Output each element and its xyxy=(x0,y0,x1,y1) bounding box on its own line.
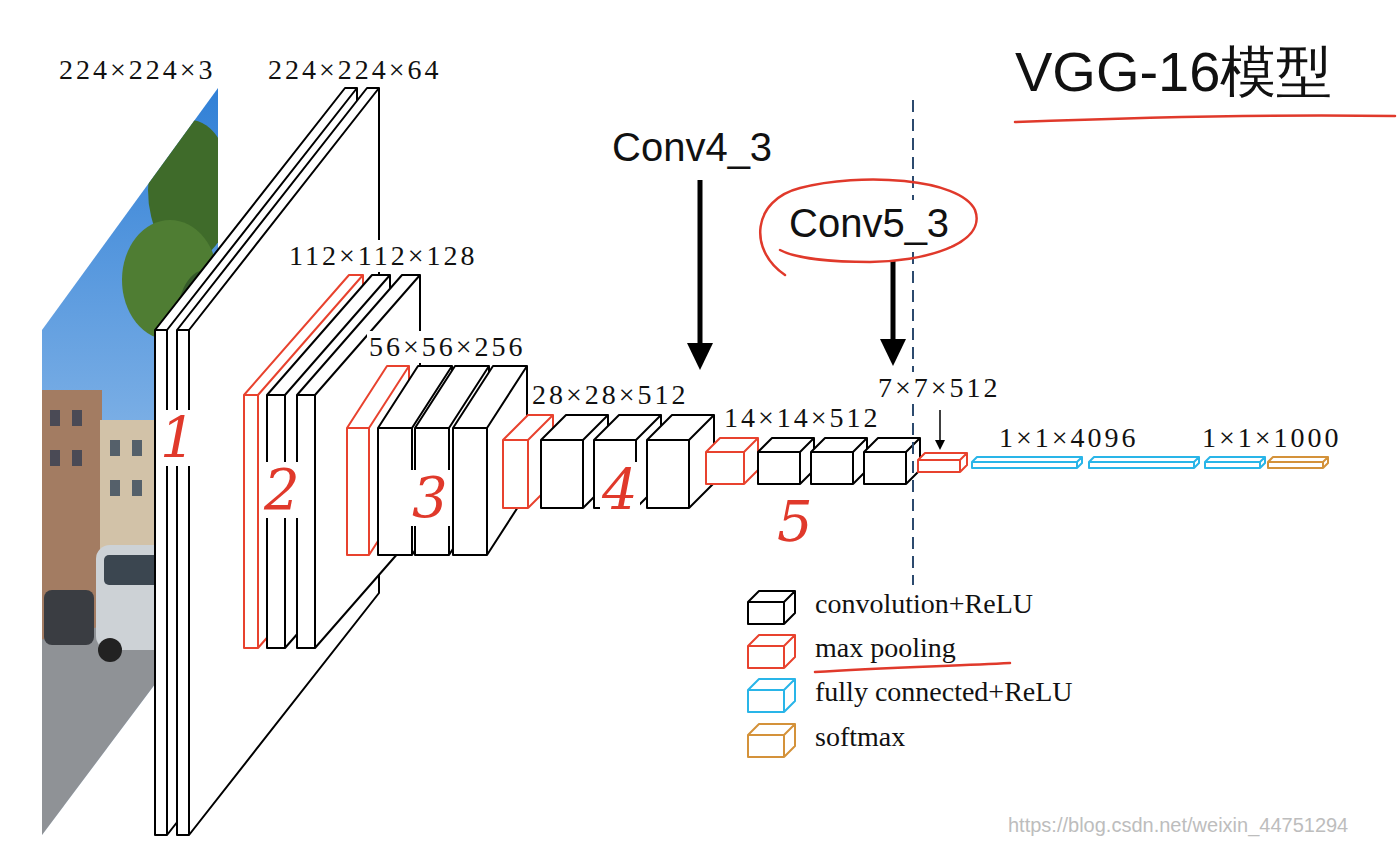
photo-window xyxy=(50,410,60,426)
legend-text: convolution+ReLU xyxy=(815,588,1033,620)
dimension-label: 56×56×256 xyxy=(367,331,528,363)
dimension-label: 112×112×128 xyxy=(287,240,480,272)
pool-layer xyxy=(918,453,967,472)
callout-number: 2 xyxy=(262,462,302,518)
arrow-head xyxy=(880,339,906,366)
pool-layer xyxy=(706,438,758,484)
photo-window xyxy=(72,410,82,426)
dimension-label: 7×7×512 xyxy=(876,372,1003,404)
photo-car xyxy=(44,590,94,645)
callout-number: 1 xyxy=(158,410,198,466)
layer-callout: Conv5_3 xyxy=(787,200,951,246)
hand-circle xyxy=(760,179,976,275)
photo-window xyxy=(110,440,120,456)
conv-layer xyxy=(647,415,714,508)
dimension-label: 1×1×1000 xyxy=(1200,422,1344,454)
arrow-head xyxy=(687,343,713,370)
dimension-label: 1×1×4096 xyxy=(997,422,1141,454)
conv-layers xyxy=(758,438,920,484)
callout-number: 3 xyxy=(410,470,450,526)
layer-callout: Conv4_3 xyxy=(610,124,774,170)
photo-window xyxy=(132,480,142,496)
pointer-arrow xyxy=(698,180,703,346)
legend-box-icon xyxy=(748,679,795,712)
dimension-label: 28×28×512 xyxy=(530,379,691,411)
legend-text: fully connected+ReLU xyxy=(815,676,1073,708)
fc-layers xyxy=(972,457,1265,468)
legend-box-icon xyxy=(748,591,795,624)
pointer-arrow xyxy=(891,260,896,342)
legend-swatch xyxy=(746,677,798,715)
legend-box-icon xyxy=(748,724,795,757)
photo-window xyxy=(72,450,82,466)
dimension-label: 224×224×64 xyxy=(266,54,444,86)
legend-swatch xyxy=(746,722,798,760)
arrow-head xyxy=(935,440,945,450)
photo-car-window xyxy=(104,555,159,585)
photo-window xyxy=(110,480,120,496)
softmax-layer xyxy=(1268,457,1328,468)
fc-layer xyxy=(972,457,1082,468)
legend-text: softmax xyxy=(815,721,905,753)
legend-text: max pooling xyxy=(815,632,956,664)
dimension-label: 224×224×3 xyxy=(57,54,218,86)
fc-layer xyxy=(1205,457,1265,468)
callout-number: 5 xyxy=(775,494,815,550)
page-title: VGG-16模型 xyxy=(1015,40,1332,104)
conv-layer xyxy=(864,438,920,484)
photo-wheel xyxy=(98,638,122,662)
divider-line xyxy=(912,100,914,585)
hand-underline xyxy=(1015,115,1395,122)
conv-layer xyxy=(811,438,867,484)
watermark: https://blog.csdn.net/weixin_44751294 xyxy=(1008,814,1348,837)
conv-layer xyxy=(758,438,814,484)
hand-underline xyxy=(815,663,1010,672)
legend-swatch xyxy=(746,589,798,627)
fc-layer xyxy=(1089,457,1199,468)
callout-number: 4 xyxy=(600,462,640,518)
pointer-arrow xyxy=(939,410,941,442)
photo-window xyxy=(132,440,142,456)
legend-box-icon xyxy=(748,635,795,668)
legend-swatch xyxy=(746,633,798,671)
photo-window xyxy=(50,450,60,466)
dimension-label: 14×14×512 xyxy=(722,402,883,434)
